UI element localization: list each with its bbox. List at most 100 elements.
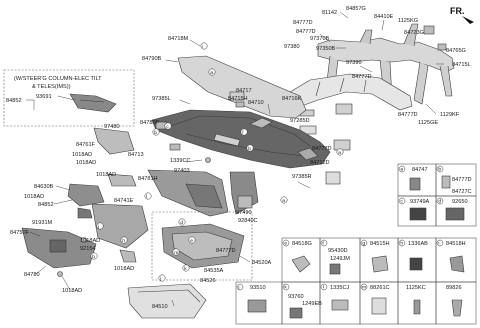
svg-text:e: e (190, 239, 193, 244)
svg-text:i: i (438, 241, 439, 247)
label-84712D: 84712D (310, 160, 330, 166)
label-97490: 97490 (236, 210, 252, 216)
grid-part-84518G: 84518G (292, 241, 312, 247)
cowl-cross-member (317, 23, 455, 105)
label-84777D-b: 84777D (312, 146, 332, 152)
label-1018AD-6: 1018AD (114, 266, 134, 272)
crash-pad-lower-center (147, 169, 259, 217)
label-1018AD-5: 1018AD (80, 238, 100, 244)
grid-part-1125KC: 1125KC (406, 285, 426, 291)
label-1339CC: 1339CC (170, 158, 191, 164)
label-84718M: 84718M (168, 36, 189, 42)
front-direction-indicator: FR. (450, 6, 474, 24)
label-1018AD-2: 1018AD (76, 160, 96, 166)
label-97403: 97403 (174, 168, 190, 174)
svg-text:h: h (122, 238, 125, 244)
label-84410E: 84410E (374, 14, 394, 20)
svg-text:b: b (154, 130, 157, 136)
label-97385R: 97385R (292, 174, 312, 180)
label-84630B: 84630B (34, 184, 54, 190)
label-84790B: 84790B (142, 56, 162, 62)
label-1125GE: 1125GE (418, 120, 438, 126)
svg-text:c: c (166, 125, 169, 130)
label-97350B: 97350B (316, 46, 336, 52)
grid-part-92650: 92650 (452, 199, 468, 205)
svg-text:j: j (159, 276, 161, 282)
label-84716K: 84716K (282, 96, 302, 102)
label-1018AD-4: 1018AD (96, 172, 116, 178)
label-1018AD-7: 1018AD (62, 288, 82, 294)
svg-text:a: a (282, 199, 285, 204)
label-84765G: 84765G (446, 48, 466, 54)
label-84535A: 84535A (204, 268, 224, 274)
svg-text:k: k (284, 285, 287, 291)
svg-text:a: a (338, 151, 341, 156)
label-84777D-r: 84777D (398, 112, 418, 118)
label-84520A: 84520A (252, 260, 272, 266)
label-97380: 97380 (284, 44, 300, 50)
grid-part-84518H: 84518H (446, 241, 466, 247)
grid-part-1336AB: 1336AB (408, 241, 428, 247)
label-97285D: 97285D (290, 118, 310, 124)
grid-part-1335CJ: 1335CJ (330, 285, 349, 291)
label-91931M: 91931M (32, 220, 53, 226)
svg-text:a: a (400, 168, 403, 173)
grid-part-89826: 89826 (446, 285, 462, 291)
label-1129KF: 1129KF (440, 112, 460, 118)
diagram-callouts: i a c f b b a a l b j h m e d k j (90, 42, 344, 282)
glove-box-assembly (127, 211, 253, 319)
label-84780: 84780 (24, 272, 40, 278)
svg-text:d: d (438, 199, 441, 205)
svg-text:b: b (92, 254, 95, 260)
svg-text:m: m (174, 251, 178, 256)
label-84715L: 84715L (452, 62, 471, 68)
svg-text:f: f (242, 130, 244, 136)
grid-part-84515H: 84515H (370, 241, 390, 247)
svg-text:j: j (97, 224, 99, 230)
label-84852: 84852 (38, 202, 54, 208)
grid-part-84727C: 84727C (452, 189, 472, 195)
front-direction-label: FR. (450, 6, 465, 16)
label-84750F: 84750F (10, 230, 30, 236)
svg-text:d: d (180, 220, 183, 226)
label-84723G: 84723G (404, 30, 424, 36)
svg-text:j: j (237, 285, 239, 291)
svg-text:b: b (438, 167, 441, 173)
label-92840C: 92840C (238, 218, 258, 224)
grid-part-93760: 93760 (288, 294, 304, 300)
label-97370B: 97370B (310, 36, 330, 42)
note-line-1: (W/STEER'G COLUMN-ELEC TILT (14, 76, 102, 82)
labels-upper-right: 81142 84857G 84410E 1125KG 84723G 84777D… (282, 6, 471, 152)
note-line-2: & TELES(IMS)) (32, 84, 71, 90)
small-parts-upper (155, 91, 341, 185)
grid-part-1249JM: 1249JM (330, 256, 350, 262)
label-84780P: 84780P (140, 120, 160, 126)
note-part-84852: 84852 (6, 98, 22, 104)
label-84777D-c: 84777D (216, 248, 236, 254)
label-84777D-t1: 84777D (293, 20, 313, 26)
label-84777D-t2: 84777D (296, 29, 316, 35)
label-97390: 97390 (346, 60, 362, 66)
svg-text:e: e (284, 242, 287, 247)
note-box: (W/STEER'G COLUMN-ELEC TILT & TELES(IMS)… (3, 69, 135, 127)
svg-text:h: h (400, 241, 403, 247)
svg-text:i: i (202, 44, 203, 50)
grid-part-84747: 84747 (412, 167, 428, 173)
label-84781H: 84781H (138, 176, 158, 182)
svg-text:f: f (322, 241, 324, 247)
label-84777D-m: 84777D (352, 74, 372, 80)
label-1018AD-1: 1018AD (72, 152, 92, 158)
label-92154: 92154 (80, 246, 96, 252)
air-duct-assembly (289, 73, 413, 151)
label-84510: 84510 (152, 304, 168, 310)
grid-part-1249EB: 1249EB (302, 301, 322, 307)
label-84526: 84526 (200, 278, 216, 284)
svg-text:g: g (362, 242, 365, 247)
label-1125KG: 1125KG (398, 18, 418, 24)
label-1018AD-3: 1018AD (24, 194, 44, 200)
crash-pad-lower-left (21, 127, 149, 277)
label-84715H: 84715H (228, 96, 248, 102)
grid-part-93749A: 93749A (410, 199, 430, 205)
svg-text:k: k (184, 266, 187, 272)
